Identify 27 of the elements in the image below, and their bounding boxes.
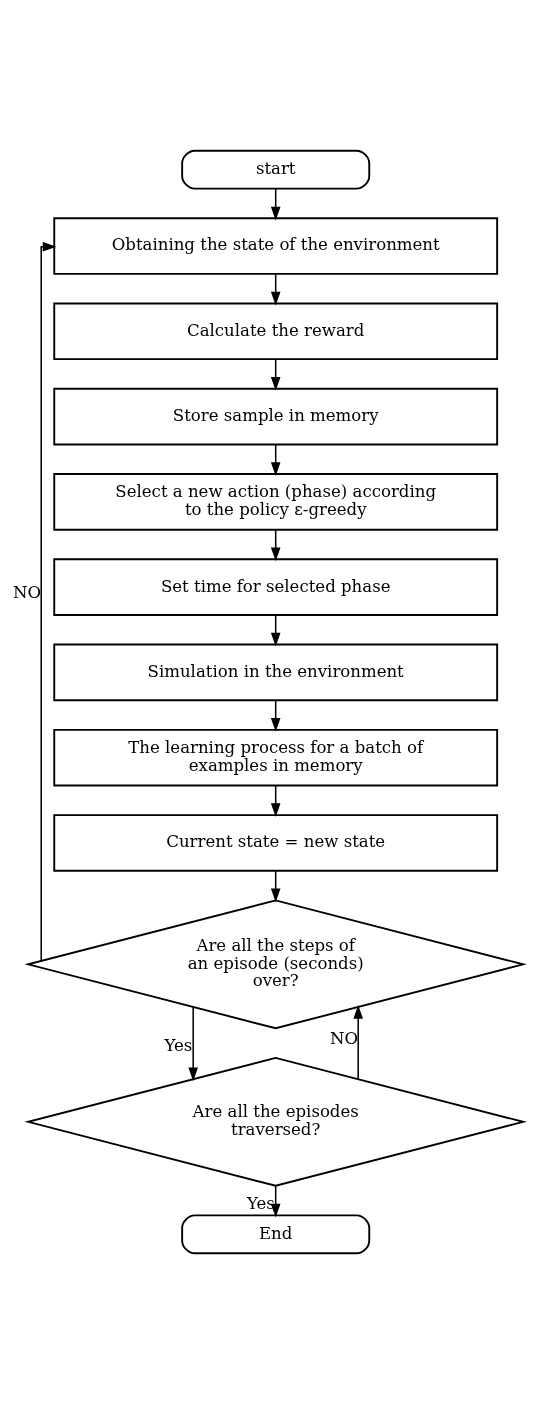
node-box: Obtaining the state of the environment	[53, 216, 499, 275]
arrow	[270, 187, 281, 220]
node-box: The learning process for a batch of examples in memory	[53, 728, 499, 786]
node-box: End	[181, 1213, 371, 1254]
node-box: Current state = new state	[53, 813, 499, 872]
arrow	[270, 613, 281, 646]
node-box: Set time for selected phase	[53, 557, 499, 616]
arrow	[270, 528, 281, 561]
node-diamond: Are all the steps of an episode (seconds) over?	[24, 898, 527, 1029]
arrow	[270, 272, 281, 305]
arrow	[270, 784, 281, 817]
arrow	[353, 1004, 363, 1080]
arrow	[188, 1006, 198, 1081]
edge-label: Yes	[164, 1035, 193, 1055]
arrow	[270, 869, 281, 902]
edge-label: NO	[329, 1028, 359, 1048]
node-box: Calculate the reward	[53, 302, 499, 360]
node-diamond: Are all the episodes traversed?	[24, 1056, 527, 1187]
arrow	[270, 358, 281, 391]
edge-label: NO	[12, 582, 42, 602]
arrow	[270, 443, 281, 476]
arrow	[270, 699, 281, 732]
node-box: Store sample in memory	[53, 387, 499, 445]
node-box: start	[181, 149, 371, 190]
node-box: Simulation in the environment	[53, 643, 499, 701]
arrow	[40, 241, 57, 962]
node-box: Select a new action (phase) according to the policy ε-greedy	[53, 472, 499, 531]
